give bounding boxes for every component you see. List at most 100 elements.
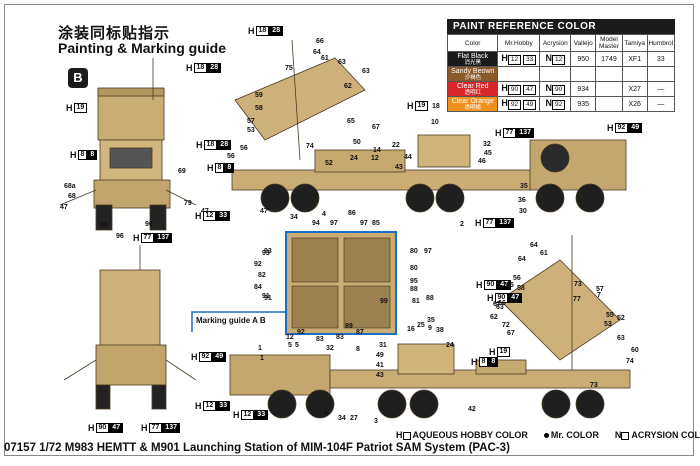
part-number: 88 xyxy=(410,286,418,293)
part-number: 95 xyxy=(410,278,418,285)
launcher-box-top xyxy=(234,57,366,141)
part-number: 52 xyxy=(617,315,625,322)
part-number: 38 xyxy=(436,327,444,334)
part-number: 32 xyxy=(326,345,334,352)
part-number: 67 xyxy=(372,124,380,131)
part-number: 96 xyxy=(116,233,124,240)
part-number: 97 xyxy=(360,220,368,227)
part-number: 73 xyxy=(574,281,582,288)
part-number: 83 xyxy=(336,334,344,341)
part-number: 63 xyxy=(617,335,625,342)
part-number: 97 xyxy=(424,248,432,255)
part-number: 14 xyxy=(373,147,381,154)
part-number: 65 xyxy=(506,282,514,289)
part-number: 86 xyxy=(348,210,356,217)
part-number: 93 xyxy=(262,250,270,257)
part-number: 91 xyxy=(264,295,272,302)
part-number: 1 xyxy=(260,355,264,362)
part-number: 45 xyxy=(484,150,492,157)
part-number: 81 xyxy=(412,298,420,305)
scheme-badge: B xyxy=(68,68,88,88)
part-number: 12 xyxy=(286,334,294,341)
part-number: 34 xyxy=(290,214,298,221)
part-number: 75 xyxy=(285,65,293,72)
part-number: 52 xyxy=(325,160,333,167)
paint-reference-table: PAINT REFERENCE COLOR Color Mr.Hobby Acr… xyxy=(446,19,676,112)
part-number: 16 xyxy=(407,326,415,333)
part-number: 64 xyxy=(313,49,321,56)
part-number: 43 xyxy=(376,372,384,379)
part-number: 47 xyxy=(260,208,268,215)
part-number: 94 xyxy=(312,220,320,227)
part-number: 84 xyxy=(254,284,262,291)
part-number: 77 xyxy=(573,296,581,303)
part-number: 96 xyxy=(145,221,153,228)
part-number: 30 xyxy=(519,208,527,215)
part-number: 89 xyxy=(345,323,353,330)
part-number: 18 xyxy=(432,103,440,110)
rear-view-illustration xyxy=(63,245,197,410)
part-number: 1 xyxy=(258,345,262,352)
part-number: 88 xyxy=(426,295,434,302)
legend-mrcolor: Mr. COLOR xyxy=(543,430,599,440)
part-number: 56 xyxy=(513,275,521,282)
part-number: 68a xyxy=(64,183,76,190)
part-number: 63 xyxy=(338,59,346,66)
detail-panel-illustration xyxy=(191,231,397,335)
part-number: 72 xyxy=(502,322,510,329)
part-number: 50 xyxy=(353,139,361,146)
part-number: 92 xyxy=(297,329,305,336)
part-number: 3 xyxy=(374,418,378,425)
part-number: 4 xyxy=(324,410,328,417)
part-number: 2 xyxy=(460,221,464,228)
part-number: 74 xyxy=(626,358,634,365)
part-number: 36 xyxy=(518,197,526,204)
part-number: 80 xyxy=(410,248,418,255)
part-number: 58 xyxy=(255,105,263,112)
part-number: 61 xyxy=(540,250,548,257)
part-number: 24 xyxy=(350,155,358,162)
part-number: 10 xyxy=(431,119,439,126)
part-number: 57 xyxy=(247,118,255,125)
part-number: 24 xyxy=(446,342,454,349)
part-number: 49 xyxy=(376,352,384,359)
part-number: 56 xyxy=(227,153,235,160)
part-number: 64 xyxy=(518,256,526,263)
part-number: 47 xyxy=(201,208,209,215)
part-number: 7 xyxy=(597,292,601,299)
part-number: 62 xyxy=(490,314,498,321)
part-number: 35 xyxy=(520,183,528,190)
part-number: 61 xyxy=(321,55,329,62)
part-number: 32 xyxy=(483,141,491,148)
part-number: 60 xyxy=(631,347,639,354)
launcher-box-bottom xyxy=(499,259,621,361)
part-number: 27 xyxy=(350,415,358,422)
part-number: 42 xyxy=(468,406,476,413)
part-number: 9 xyxy=(428,325,432,332)
side-view-top-illustration xyxy=(231,39,627,213)
marking-guide-label: Marking guide A B xyxy=(196,316,266,325)
part-number: 87 xyxy=(356,329,364,336)
launcher-canisters-front xyxy=(97,89,165,141)
part-number: 91 xyxy=(262,293,270,300)
